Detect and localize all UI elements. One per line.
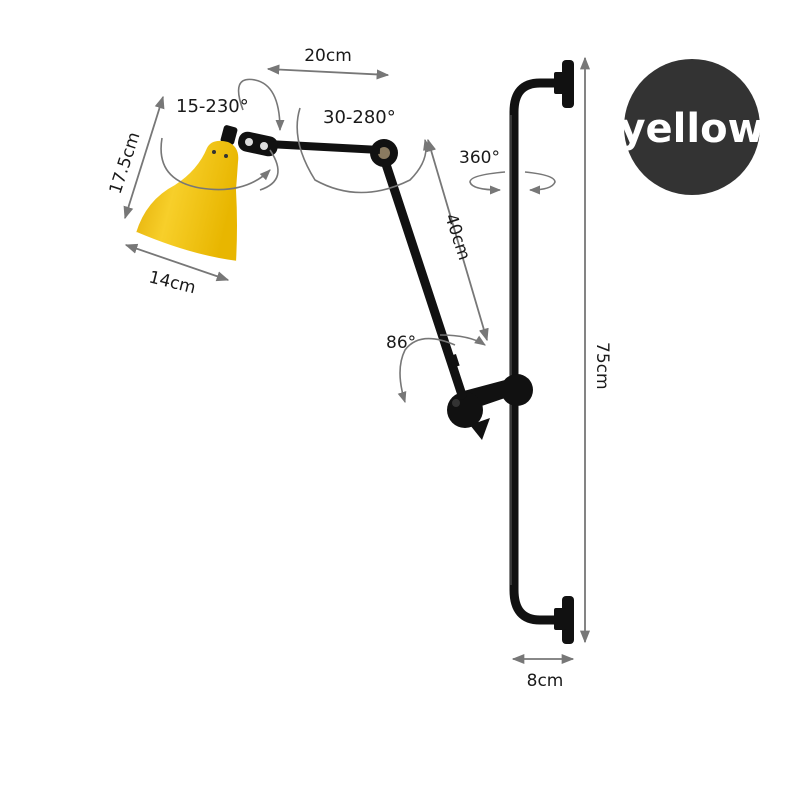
dim-14cm [124,243,230,282]
lower-arm [377,147,467,400]
wall-rail [509,60,574,644]
color-badge-label: yellow [619,106,764,152]
shade-knuckle [238,131,278,157]
label-base-angle: 86° [386,333,416,353]
dim-20cm [266,64,390,80]
label-upper-arm: 20cm [304,46,352,66]
label-shade-height: 17.5cm [106,130,145,197]
rail-joint [447,374,533,440]
color-badge: yellow [619,59,765,195]
lamp-shade [135,125,239,264]
label-total-height: 75cm [592,342,612,390]
label-lower-arm: 40cm [440,211,474,262]
label-rotation: 360° [459,148,500,168]
dim-17-5cm [123,95,165,220]
label-shade-angle: 15-230° [176,96,249,117]
label-wall-depth: 8cm [527,671,564,691]
label-shade-diameter: 14cm [147,267,198,298]
label-elbow-angle: 30-280° [323,107,396,128]
dim-40cm [426,138,489,342]
